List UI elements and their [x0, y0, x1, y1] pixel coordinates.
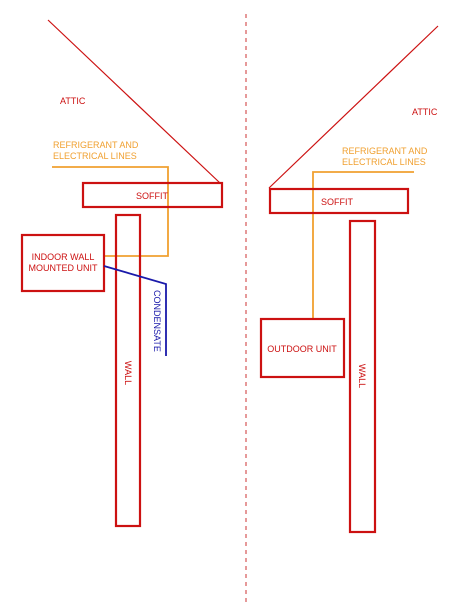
- left-refrigerant-line: [52, 166, 169, 257]
- right-wall: [348, 219, 377, 534]
- right-wall-label: WALL: [357, 364, 367, 388]
- condensate-label: CONDENSATE: [152, 290, 162, 352]
- right-refrigerant-label-1: REFRIGERANT AND: [342, 146, 428, 156]
- right-attic-label: ATTIC: [412, 107, 438, 117]
- right-roof-line: [268, 25, 439, 189]
- right-refrigerant-label-2: ELECTRICAL LINES: [342, 157, 426, 167]
- outdoor-unit: [259, 317, 346, 379]
- left-attic-label: ATTIC: [60, 96, 86, 106]
- left-soffit-label: SOFFIT: [136, 191, 168, 201]
- indoor-wall-mounted-unit: [20, 233, 106, 293]
- left-soffit: [81, 181, 224, 209]
- indoor-unit-label-2: MOUNTED UNIT: [29, 263, 98, 273]
- left-refrigerant-label-1: REFRIGERANT AND: [53, 140, 139, 150]
- outdoor-unit-label: OUTDOOR UNIT: [267, 344, 337, 354]
- left-roof-line: [47, 19, 221, 184]
- left-wall-label: WALL: [123, 361, 133, 385]
- right-soffit: [268, 187, 410, 215]
- condensate-line: [103, 265, 167, 356]
- right-refrigerant-line: [312, 171, 414, 318]
- left-refrigerant-label-2: ELECTRICAL LINES: [53, 151, 137, 161]
- indoor-unit-label-1: INDOOR WALL: [32, 252, 95, 262]
- left-wall: [114, 213, 142, 528]
- right-soffit-label: SOFFIT: [321, 197, 353, 207]
